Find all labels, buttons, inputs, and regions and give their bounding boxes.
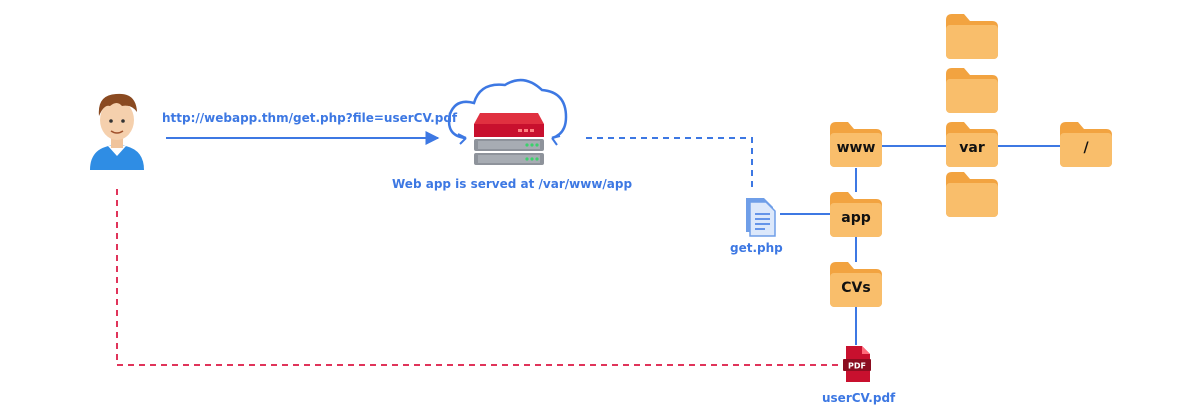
- folder-tree-lines: [780, 145, 1060, 345]
- folder-root: /: [1060, 122, 1112, 167]
- folder-root-label: /: [1083, 140, 1089, 156]
- pdf-file-icon: PDF: [843, 346, 871, 382]
- result-file-label: userCV.pdf: [822, 391, 896, 405]
- server-to-script-connector: [586, 137, 753, 190]
- folder-var: var: [946, 122, 998, 167]
- folder-var-label: var: [959, 140, 985, 156]
- response-return-path: [116, 186, 838, 366]
- folder-www-label: www: [837, 140, 876, 156]
- folder-icon: [946, 68, 998, 113]
- server-caption: Web app is served at /var/www/app: [392, 177, 632, 191]
- folder-app: app: [830, 192, 882, 237]
- php-file-icon: [746, 198, 776, 237]
- pdf-badge: PDF: [848, 362, 866, 371]
- folder-cvs-label: CVs: [841, 280, 870, 296]
- cloud-server-icon: [447, 78, 568, 165]
- user-avatar-icon: [90, 93, 144, 170]
- folder-cvs: CVs: [830, 262, 882, 307]
- folder-app-label: app: [841, 210, 871, 226]
- script-file-label: get.php: [730, 241, 783, 255]
- folder-icon: [946, 172, 998, 217]
- folder-www: www: [830, 122, 882, 167]
- request-url-label: http://webapp.thm/get.php?file=userCV.pd…: [162, 111, 458, 125]
- folder-icon: [946, 14, 998, 59]
